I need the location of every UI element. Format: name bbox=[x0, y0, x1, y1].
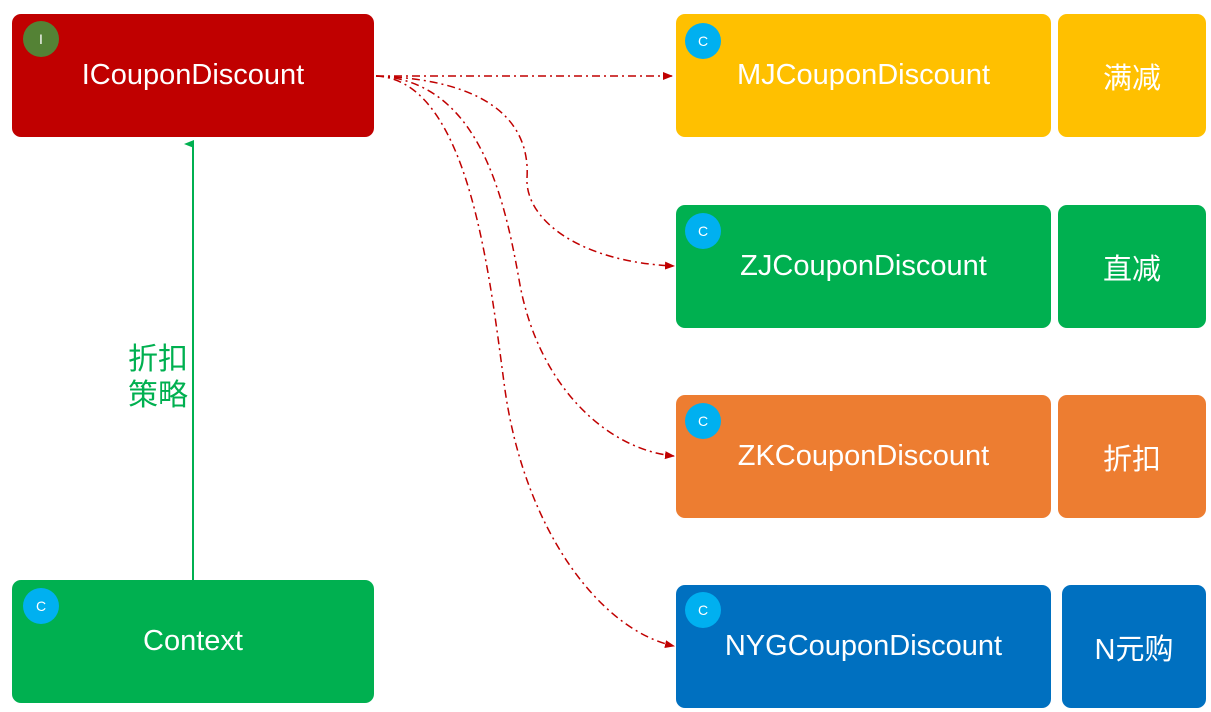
impl-badge-zk: C bbox=[685, 403, 721, 439]
impl-node-nyg: NYGCouponDiscount bbox=[676, 585, 1051, 708]
impl-badge-zj-letter: C bbox=[697, 223, 709, 239]
impl-node-zj-label: ZJCouponDiscount bbox=[740, 250, 987, 282]
impl-tag-zj: 直减 bbox=[1058, 205, 1206, 328]
impl-tag-zk-label: 折扣 bbox=[1102, 443, 1161, 476]
dependency-line-zk bbox=[375, 75, 675, 460]
impl-tag-nyg-label: N元购 bbox=[1094, 633, 1174, 666]
impl-node-nyg-label: NYGCouponDiscount bbox=[724, 630, 1003, 662]
impl-tag-mj-label: 满减 bbox=[1102, 62, 1161, 95]
impl-node-mj: MJCouponDiscount bbox=[676, 14, 1051, 137]
dependency-line-nyg bbox=[375, 75, 675, 648]
impl-node-zj: ZJCouponDiscount bbox=[676, 205, 1051, 328]
interface-badge: I bbox=[23, 21, 59, 57]
impl-badge-zj: C bbox=[685, 213, 721, 249]
impl-tag-zj-label: 直减 bbox=[1102, 253, 1161, 286]
context-badge-letter: C bbox=[35, 598, 47, 614]
interface-badge-letter: I bbox=[39, 31, 43, 47]
impl-badge-nyg-letter: C bbox=[697, 602, 709, 618]
dependency-line-zj bbox=[375, 75, 675, 270]
impl-badge-mj-letter: C bbox=[697, 33, 709, 49]
impl-tag-mj: 满减 bbox=[1058, 14, 1206, 137]
impl-badge-zk-letter: C bbox=[697, 413, 709, 429]
impl-badge-mj: C bbox=[685, 23, 721, 59]
interface-node-label: ICouponDiscount bbox=[81, 59, 305, 91]
impl-tag-zk: 折扣 bbox=[1058, 395, 1206, 518]
impl-badge-nyg: C bbox=[685, 592, 721, 628]
impl-node-mj-label: MJCouponDiscount bbox=[736, 59, 991, 91]
impl-node-zk-label: ZKCouponDiscount bbox=[737, 440, 990, 472]
interface-node: ICouponDiscount bbox=[12, 14, 374, 137]
impl-node-zk: ZKCouponDiscount bbox=[676, 395, 1051, 518]
edge-label: 折扣 策略 bbox=[126, 342, 190, 414]
context-node-label: Context bbox=[143, 625, 243, 657]
edge-label-line1: 折扣 bbox=[128, 343, 188, 376]
edge-label-line2: 策略 bbox=[128, 379, 188, 412]
context-node: Context bbox=[12, 580, 374, 703]
context-badge: C bbox=[23, 588, 59, 624]
impl-tag-nyg: N元购 bbox=[1062, 585, 1206, 708]
